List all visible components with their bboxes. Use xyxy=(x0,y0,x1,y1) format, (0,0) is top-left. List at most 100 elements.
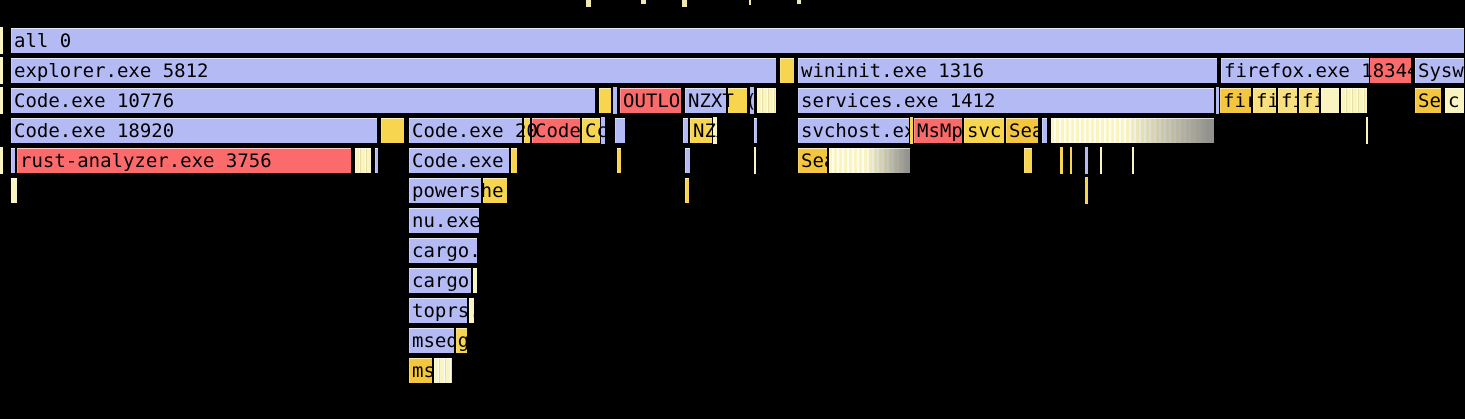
frame-code-red[interactable]: Code xyxy=(531,117,581,144)
frame-sliver[interactable] xyxy=(10,147,16,174)
frame-label: powershe xyxy=(412,180,504,202)
frame-fi[interactable]: fi xyxy=(1277,87,1298,114)
frame-sliver[interactable] xyxy=(613,87,617,114)
frame-sliver[interactable] xyxy=(1023,147,1033,174)
frame-svc[interactable]: svc xyxy=(963,117,1005,144)
frame-code-1[interactable]: Code.exe 1 xyxy=(408,147,526,174)
frame-label: MsMpE xyxy=(917,120,963,142)
frame-label: cargo. xyxy=(412,270,471,292)
frame-sliver[interactable] xyxy=(1085,147,1088,174)
frame-sliver[interactable] xyxy=(10,177,18,204)
frame-label: Code xyxy=(535,120,581,142)
frame-sysw[interactable]: Sysw xyxy=(1414,57,1465,84)
frame-ms[interactable]: ms xyxy=(408,357,433,384)
frame-outlook[interactable]: OUTLOOK xyxy=(619,87,682,114)
frame-label: OUTLOOK xyxy=(623,90,681,112)
frame-label: cargo.e xyxy=(412,240,477,262)
frame-services[interactable]: services.exe 1412 xyxy=(797,87,1215,114)
frame-nu[interactable]: nu.exe xyxy=(408,207,480,234)
frame-sliver[interactable] xyxy=(1070,147,1072,174)
frame-cargo-1[interactable]: cargo.e xyxy=(408,237,478,264)
frame-sliver[interactable] xyxy=(380,117,405,144)
frame-cc[interactable]: Cc xyxy=(581,117,608,144)
frame-sea[interactable]: Sea xyxy=(1005,117,1039,144)
frame-sliver[interactable] xyxy=(684,147,691,174)
frame-label: Sysw xyxy=(1418,60,1464,82)
frame-fi[interactable]: fi xyxy=(1252,87,1277,114)
frame-sliver[interactable] xyxy=(1060,147,1063,174)
frame-sliver[interactable] xyxy=(433,357,453,384)
frame-msmpeng[interactable]: MsMpE xyxy=(913,117,963,144)
frame-label: msedge xyxy=(412,330,481,352)
frame-sliver[interactable] xyxy=(1366,117,1368,144)
frame-sliver[interactable] xyxy=(472,267,478,294)
title-fragment xyxy=(641,0,646,4)
frame-sliver[interactable] xyxy=(510,147,518,174)
frame-sliver[interactable] xyxy=(754,147,756,174)
frame-label: fi xyxy=(1281,90,1297,112)
frame-sliver[interactable] xyxy=(482,177,508,204)
frame-sliver[interactable] xyxy=(684,177,690,204)
frame-sliver[interactable] xyxy=(601,117,605,144)
frame-toprs[interactable]: toprs. xyxy=(408,297,481,324)
frame-sliver[interactable] xyxy=(614,117,626,144)
frame-sliver[interactable] xyxy=(616,147,622,174)
frame-c[interactable]: c xyxy=(1444,87,1465,114)
frame-sliver[interactable] xyxy=(828,147,911,174)
frame-rust-analyzer[interactable]: rust-analyzer.exe 3756 xyxy=(16,147,352,174)
frame-svchost[interactable]: svchost.exe xyxy=(797,117,910,144)
frame-msedge[interactable]: msedge xyxy=(408,327,481,354)
frame-sliver[interactable] xyxy=(468,297,475,324)
frame-sea[interactable]: Sea xyxy=(797,147,828,174)
frame-sliver[interactable] xyxy=(682,117,689,144)
title-fragment xyxy=(749,0,751,5)
frame-sliver[interactable] xyxy=(1340,87,1368,114)
frame-se[interactable]: Se xyxy=(1414,87,1442,114)
frame-label: nu.exe xyxy=(412,210,480,232)
frame-sliver[interactable] xyxy=(779,57,795,84)
frame-sliver[interactable] xyxy=(1100,147,1102,174)
frame-sliver[interactable] xyxy=(0,27,3,54)
frame-code-18920[interactable]: Code.exe 18920 xyxy=(10,117,378,144)
frame-nzxt[interactable]: NZXT ( xyxy=(684,87,757,114)
frame-code-20[interactable]: Code.exe 20 xyxy=(408,117,538,144)
frame-all[interactable]: all 0 xyxy=(10,27,1465,54)
frame-label: Code.exe 10776 xyxy=(14,90,175,112)
frame-label: c xyxy=(1448,90,1460,112)
frame-sliver[interactable] xyxy=(0,57,3,84)
frame-sliver[interactable] xyxy=(0,147,3,174)
frame-label: Sea xyxy=(1009,120,1038,142)
frame-powershell[interactable]: powershe xyxy=(408,177,504,204)
frame-sliver[interactable] xyxy=(523,117,531,144)
frame-sliver[interactable] xyxy=(455,327,468,354)
frame-sliver[interactable] xyxy=(910,117,913,144)
frame-sliver[interactable] xyxy=(713,117,717,144)
frame-label: fi xyxy=(1256,90,1277,112)
frame-fir[interactable]: fir xyxy=(1219,87,1252,114)
frame-fi[interactable]: fi xyxy=(1298,87,1320,114)
frame-sliver[interactable] xyxy=(374,147,379,174)
frame-label: rust-analyzer.exe 3756 xyxy=(20,150,272,172)
frame-sliver[interactable] xyxy=(1320,87,1340,114)
frame-code-10776[interactable]: Code.exe 10776 xyxy=(10,87,596,114)
frame-sliver[interactable] xyxy=(750,87,754,114)
frame-sliver[interactable] xyxy=(354,147,372,174)
frame-sliver[interactable] xyxy=(598,87,612,114)
frame-sliver[interactable] xyxy=(1041,117,1048,144)
frame-sliver[interactable] xyxy=(1050,117,1215,144)
frame-nzx[interactable]: NZX xyxy=(689,117,727,144)
title-fragment xyxy=(797,0,801,4)
frame-explorer[interactable]: explorer.exe 5812 xyxy=(10,57,777,84)
frame-sliver[interactable] xyxy=(1085,177,1088,204)
frame-cargo-2[interactable]: cargo. xyxy=(408,267,472,294)
frame-sliver[interactable] xyxy=(756,87,777,114)
frame-sliver[interactable] xyxy=(753,117,758,144)
frame-sliver[interactable] xyxy=(1132,147,1134,174)
frame-label: ms xyxy=(412,360,433,382)
frame-firefox[interactable]: firefox.exe 18344 xyxy=(1220,57,1412,84)
frame-sliver[interactable] xyxy=(0,87,3,114)
frame-sliver[interactable] xyxy=(727,87,748,114)
frame-wininit[interactable]: wininit.exe 1316 xyxy=(797,57,1218,84)
frame-sliver[interactable] xyxy=(1216,87,1219,114)
